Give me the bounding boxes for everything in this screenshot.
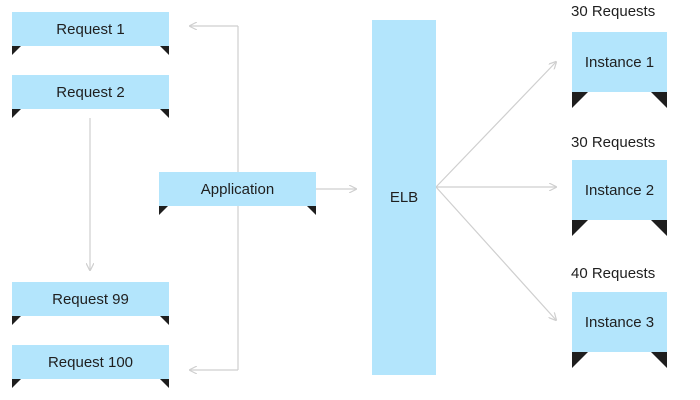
fold-decoration [651, 352, 667, 368]
request-box: Request 99 [12, 282, 169, 316]
request-label: Request 1 [56, 20, 125, 38]
fold-decoration [160, 316, 169, 325]
fold-decoration [651, 220, 667, 236]
fold-decoration [159, 206, 168, 215]
instance-box: Instance 2 [572, 160, 667, 220]
instance-label: Instance 2 [584, 181, 655, 199]
fold-decoration [160, 109, 169, 118]
connector-elb-to-instance1 [435, 62, 556, 188]
instance-request-count: 30 Requests [571, 3, 656, 20]
connector-elb-to-instance3 [435, 186, 556, 320]
fold-decoration [651, 92, 667, 108]
instance-request-count: 30 Requests [571, 134, 656, 151]
fold-decoration [307, 206, 316, 215]
request-box: Request 1 [12, 12, 169, 46]
request-label: Request 2 [56, 83, 125, 101]
fold-decoration [12, 109, 21, 118]
elb-label: ELB [389, 189, 419, 206]
fold-decoration [12, 46, 21, 55]
elb-box: ELB [372, 20, 436, 375]
fold-decoration [572, 92, 588, 108]
fold-decoration [12, 316, 21, 325]
instance-box: Instance 1 [572, 32, 667, 92]
request-box: Request 100 [12, 345, 169, 379]
instance-label: Instance 1 [584, 53, 655, 71]
request-label: Request 100 [47, 353, 134, 371]
application-box: Application [159, 172, 316, 206]
request-box: Request 2 [12, 75, 169, 109]
instance-label: Instance 3 [584, 313, 655, 331]
fold-decoration [572, 352, 588, 368]
instance-request-count: 40 Requests [571, 265, 656, 282]
fold-decoration [160, 46, 169, 55]
application-label: Application [200, 180, 275, 198]
request-label: Request 99 [52, 290, 129, 308]
instance-box: Instance 3 [572, 292, 667, 352]
fold-decoration [160, 379, 169, 388]
fold-decoration [572, 220, 588, 236]
fold-decoration [12, 379, 21, 388]
